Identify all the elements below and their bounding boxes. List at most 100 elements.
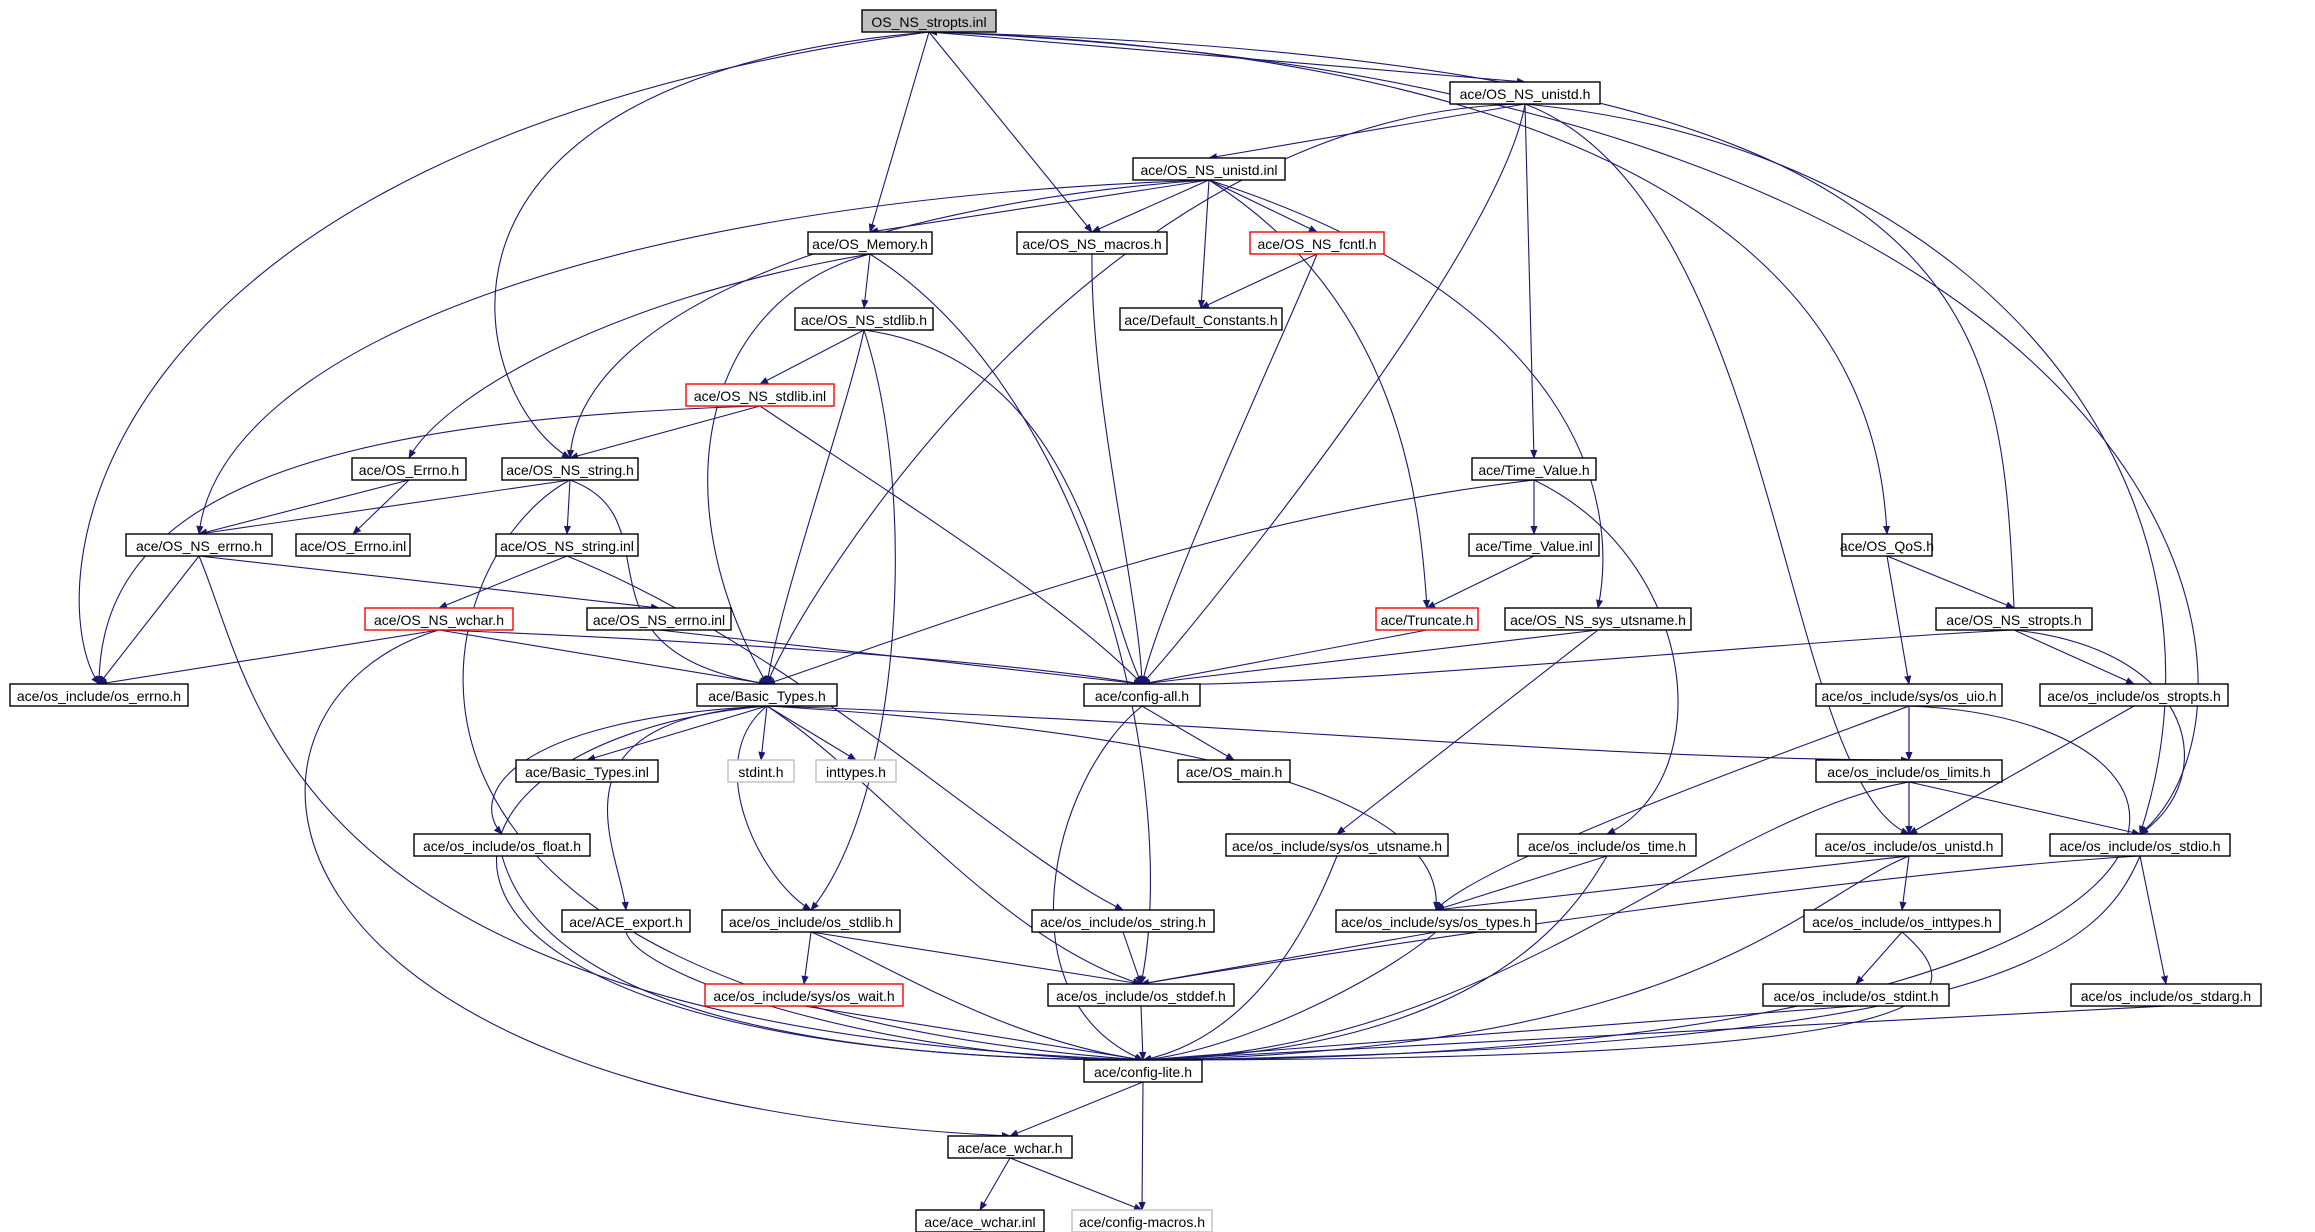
node-box [1762,983,1950,1007]
dependency-edge [766,705,1142,986]
node-box [1225,833,1449,857]
node-label: ace/OS_NS_string.h [506,462,634,478]
dependency-edge [1886,555,2015,609]
node-box [807,231,933,255]
node-label: ace/OS_Memory.h [812,236,928,252]
node-os-ns-macros-h[interactable]: ace/OS_NS_macros.h [1016,231,1168,255]
node-box [704,983,904,1007]
node-os-include-sys-os-utsname-h[interactable]: ace/os_include/sys/os_utsname.h [1225,833,1449,857]
dependency-edge [586,705,768,762]
node-os-qos-h[interactable]: ace/OS_QoS.h [1840,533,1934,557]
dependency-edge [198,479,571,537]
node-root[interactable]: OS_NS_stropts.inl [861,9,997,33]
node-box [413,833,591,857]
node-label: ace/os_include/os_stdio.h [2059,838,2220,854]
node-ace-wchar-inl[interactable]: ace/ace_wchar.inl [915,1209,1045,1232]
node-label: ace/Truncate.h [1381,612,1474,628]
node-ace-wchar-h[interactable]: ace/ace_wchar.h [947,1135,1073,1159]
node-label: ace/os_include/sys/os_utsname.h [1232,838,1442,854]
node-box [295,533,411,557]
node-os-ns-wchar-h[interactable]: ace/OS_NS_wchar.h [364,607,514,631]
node-os-errno-inl[interactable]: ace/OS_Errno.inl [295,533,411,557]
dependency-edge [563,479,572,535]
dependency-edge [1886,555,1912,685]
node-os-ns-unistd-inl[interactable]: ace/OS_NS_unistd.inl [1132,157,1286,181]
node-ace-export-h[interactable]: ace/ACE_export.h [561,909,691,933]
node-box [1083,683,1201,707]
node-label: ace/Default_Constants.h [1124,312,1277,328]
node-os-ns-stropts-h[interactable]: ace/OS_NS_stropts.h [1935,607,2093,631]
dependency-edge [861,253,871,309]
node-label: ace/os_include/os_stdarg.h [2081,988,2251,1004]
node-os-ns-string-inl[interactable]: ace/OS_NS_string.inl [495,533,639,557]
node-label: ace/Time_Value.h [1478,462,1589,478]
node-os-include-os-stropts-h[interactable]: ace/os_include/os_stropts.h [2039,683,2229,707]
node-os-include-os-stdlib-h[interactable]: ace/os_include/os_stdlib.h [721,909,901,933]
node-os-ns-fcntl-h[interactable]: ace/OS_NS_fcntl.h [1249,231,1385,255]
node-os-include-os-string-h[interactable]: ace/os_include/os_string.h [1031,909,1215,933]
node-label: ace/OS_Errno.h [359,462,459,478]
dependency-edge [1142,855,1608,1064]
dependency-edge [759,405,1143,685]
node-label: ace/ace_wchar.inl [924,1214,1035,1230]
node-box [1471,457,1597,481]
dependency-edge [501,855,1144,1064]
node-os-ns-sys-utsname-h[interactable]: ace/OS_NS_sys_utsname.h [1504,607,1692,631]
node-os-include-os-stdint-h[interactable]: ace/os_include/os_stdint.h [1762,983,1950,1007]
node-os-include-sys-os-types-h[interactable]: ace/os_include/sys/os_types.h [1335,909,1537,933]
node-box [1031,909,1215,933]
node-default-constants-h[interactable]: ace/Default_Constants.h [1119,307,1283,331]
node-config-all-h[interactable]: ace/config-all.h [1083,683,1201,707]
node-os-ns-stdlib-inl[interactable]: ace/OS_NS_stdlib.inl [685,383,835,407]
node-os-include-os-inttypes-h[interactable]: ace/os_include/os_inttypes.h [1803,909,2001,933]
node-os-include-os-stdio-h[interactable]: ace/os_include/os_stdio.h [2049,833,2231,857]
node-os-main-h[interactable]: ace/OS_main.h [1177,759,1291,783]
dependency-edge [810,329,896,911]
node-label: ace/config-lite.h [1094,1064,1192,1080]
dependency-edge [1142,1005,2167,1064]
node-os-include-os-stdarg-h[interactable]: ace/os_include/os_stdarg.h [2070,983,2262,1007]
node-basic-types-inl[interactable]: ace/Basic_Types.inl [515,759,659,783]
node-truncate-h[interactable]: ace/Truncate.h [1375,607,1479,631]
dependency-edge [928,28,2015,609]
node-config-lite-h[interactable]: ace/config-lite.h [1083,1059,1203,1083]
dependency-edge [1435,855,1910,913]
node-os-include-os-float-h[interactable]: ace/os_include/os_float.h [413,833,591,857]
node-os-include-sys-os-uio-h[interactable]: ace/os_include/sys/os_uio.h [1815,683,2003,707]
node-box [1047,983,1235,1007]
node-label: ace/OS_NS_errno.h [136,538,262,554]
node-os-ns-errno-inl[interactable]: ace/OS_NS_errno.inl [586,607,732,631]
node-time-value-inl[interactable]: ace/Time_Value.inl [1468,533,1600,557]
node-label: ace/os_include/os_unistd.h [1825,838,1994,854]
node-box [727,759,795,783]
node-os-ns-unistd-h[interactable]: ace/OS_NS_unistd.h [1449,81,1601,105]
node-config-macros-h[interactable]: ace/config-macros.h [1071,1209,1213,1232]
node-os-include-sys-os-wait-h[interactable]: ace/os_include/sys/os_wait.h [704,983,904,1007]
node-os-include-os-errno-h[interactable]: ace/os_include/os_errno.h [9,683,189,707]
node-os-memory-h[interactable]: ace/OS_Memory.h [807,231,933,255]
node-label: ace/os_include/sys/os_wait.h [713,988,894,1004]
node-label: ace/os_include/os_errno.h [17,688,181,704]
node-label: ace/ace_wchar.h [957,1140,1062,1156]
dependency-edge [1208,179,1318,233]
node-os-ns-stdlib-h[interactable]: ace/OS_NS_stdlib.h [794,307,934,331]
node-os-ns-string-h[interactable]: ace/OS_NS_string.h [501,457,639,481]
dependency-edge [766,705,1441,911]
node-time-value-h[interactable]: ace/Time_Value.h [1471,457,1597,481]
node-os-include-os-stddef-h[interactable]: ace/os_include/os_stddef.h [1047,983,1235,1007]
node-os-include-os-limits-h[interactable]: ace/os_include/os_limits.h [1815,759,2003,783]
node-os-ns-errno-h[interactable]: ace/OS_NS_errno.h [125,533,273,557]
dependency-edge [1524,103,2167,835]
node-stdint-h[interactable]: stdint.h [727,759,795,783]
node-inttypes-h[interactable]: inttypes.h [815,759,897,783]
node-box [1177,759,1291,783]
dependency-edge [1142,781,1910,1064]
node-os-include-os-time-h[interactable]: ace/os_include/os_time.h [1517,833,1697,857]
node-basic-types-h[interactable]: ace/Basic_Types.h [696,683,838,707]
node-os-errno-h[interactable]: ace/OS_Errno.h [351,457,467,481]
file-nodes: OS_NS_stropts.inl ace/OS_NS_unistd.h ace/O… [9,9,2262,1232]
dependency-edge [1122,931,1142,985]
node-os-include-os-unistd-h[interactable]: ace/os_include/os_unistd.h [1815,833,2003,857]
node-label: ace/OS_Errno.inl [300,538,407,554]
